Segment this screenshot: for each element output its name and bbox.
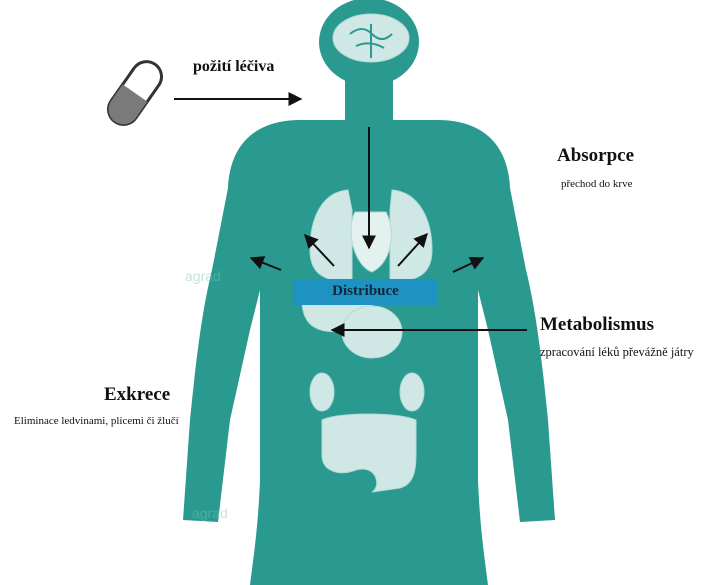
right-kidney	[400, 373, 424, 411]
excretion-subtitle: Eliminace ledvinami, plícemi či žlučí	[14, 415, 179, 427]
metabolism-subtitle: zpracování léků převážně játry	[540, 345, 694, 360]
absorption-title: Absorpce	[557, 145, 634, 167]
watermark-text-lower: agrad	[192, 505, 228, 521]
capsule-icon	[103, 56, 168, 131]
excretion-title: Exkrece	[104, 384, 170, 406]
absorption-subtitle: přechod do krve	[561, 178, 632, 190]
metabolism-title: Metabolismus	[540, 314, 654, 336]
stomach	[342, 306, 402, 358]
watermark-text: agrad	[185, 268, 221, 284]
ingestion-label: požití léčiva	[193, 58, 274, 76]
distribution-label: Distribuce	[293, 283, 438, 300]
left-kidney	[310, 373, 334, 411]
brain-icon	[333, 14, 409, 62]
